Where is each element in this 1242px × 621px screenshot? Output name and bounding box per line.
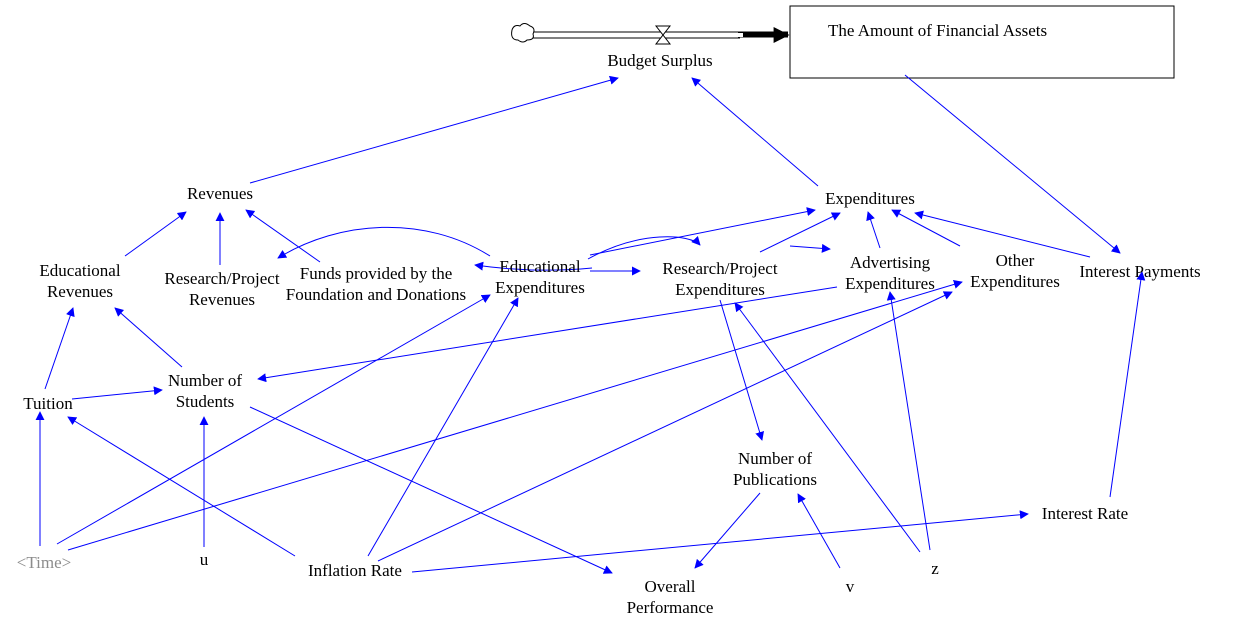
valve-icon [654, 25, 672, 45]
var-number-of-students: Number of Students [167, 371, 243, 411]
var-u: u [199, 550, 209, 569]
var-revenues: Revenues [186, 184, 254, 203]
var-budget-surplus: Budget Surplus [607, 51, 713, 70]
var-educational-revenues: Educational Revenues [39, 261, 121, 301]
var-research-project-revenues: Research/Project Revenues [164, 269, 280, 309]
var-tuition: Tuition [23, 394, 73, 413]
var-educational-expenditures: Educational Expenditures [495, 257, 585, 297]
var-inflation-rate: Inflation Rate [308, 561, 402, 580]
budget-surplus-flow [511, 23, 790, 45]
var-other-expenditures: Other Expenditures [970, 251, 1060, 291]
causal-links [35, 74, 1146, 574]
stock-box [789, 5, 1175, 79]
var-v: v [845, 577, 855, 596]
source-cloud-icon [511, 23, 535, 43]
stock-label: The Amount of Financial Assets [828, 21, 1048, 40]
var-funds-foundation-donations: Funds provided by the Foundation and Don… [285, 264, 467, 304]
var-advertising-expenditures: Advertising Expenditures [845, 253, 935, 293]
var-overall-performance: Overall Performance [626, 577, 714, 617]
var-interest-rate: Interest Rate [1041, 504, 1129, 523]
var-number-of-publications: Number of Publications [732, 449, 818, 489]
var-time: <Time> [16, 553, 72, 572]
var-research-project-expenditures: Research/Project Expenditures [662, 259, 778, 299]
var-z: z [931, 559, 939, 578]
var-expenditures: Expenditures [825, 189, 915, 208]
var-interest-payments: Interest Payments [1079, 262, 1201, 281]
